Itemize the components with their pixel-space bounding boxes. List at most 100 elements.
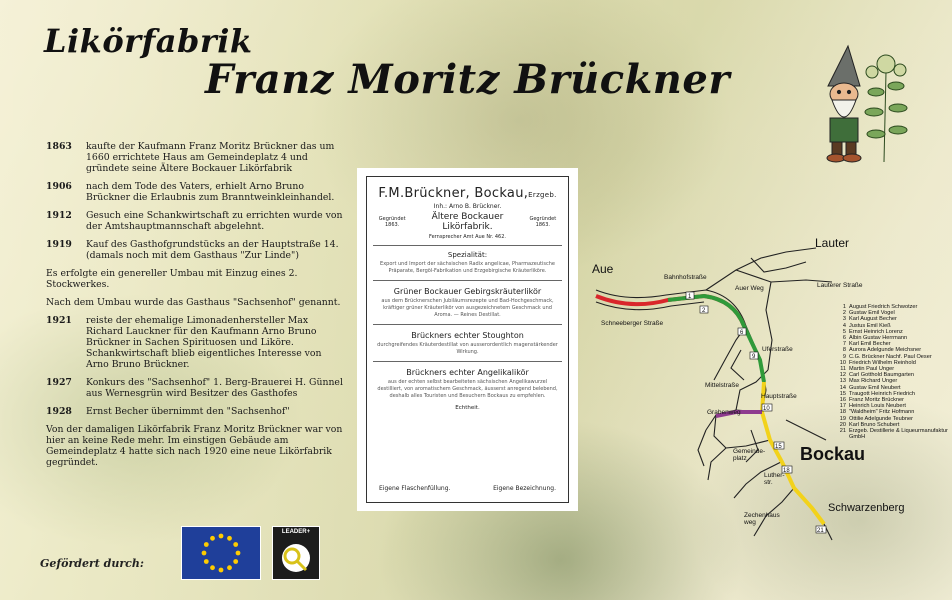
ad-footer: Eigene Flaschenfüllung. Eigene Bezeichnu…	[367, 485, 568, 492]
street-label: Lauterer Straße	[817, 282, 863, 289]
eu-star-ring	[201, 533, 241, 573]
history-entry: 1912 Gesuch eine Schankwirtschaft zu err…	[46, 210, 346, 232]
sponsor-label: Gefördert durch:	[40, 557, 144, 570]
legend-name: Erzgeb. Destillerie & Liqueurmanufaktur …	[849, 428, 948, 441]
history-paragraph: Nach dem Umbau wurde das Gasthaus "Sachs…	[46, 297, 341, 308]
legend-number: 10	[839, 359, 846, 366]
ad-foot-left: Eigene Flaschenfüllung.	[379, 485, 451, 492]
history-text: 1863 kaufte der Kaufmann Franz Moritz Br…	[46, 141, 346, 475]
leader-plus-logo: LEADER+	[271, 525, 321, 581]
entry-year: 1921	[46, 315, 72, 326]
legend-name: Martin Paul Unger	[849, 366, 895, 373]
ad-phone: Fernsprecher Amt Aue Nr. 462.	[429, 234, 506, 240]
entry-text: Kauf des Gasthofgrundstücks an der Haupt…	[86, 239, 339, 261]
svg-text:1: 1	[688, 294, 692, 300]
legend-name: Karl Bruno Schubert	[849, 421, 900, 428]
legend-number: 18	[839, 409, 846, 416]
legend-name: "Waldheim" Fritz Hofmann	[849, 409, 915, 416]
town-schwarzenberg: Schwarzenberg	[828, 502, 905, 514]
entry-year: 1928	[46, 406, 72, 417]
entry-text: Ernst Becher übernimmt den "Sachsenhof"	[86, 406, 290, 417]
herb-plant	[864, 54, 908, 163]
legend-number: 5	[842, 328, 846, 335]
legend-number: 21	[839, 428, 846, 435]
street-label: Zechenhaus weg	[744, 512, 780, 526]
advertisement-frame: F.M.Brückner, Bockau,Erzgeb. Inh.: Arno …	[366, 176, 569, 503]
ad-firm-suffix: Erzgeb.	[528, 191, 557, 199]
history-entry: 1906 nach dem Tode des Vaters, erhielt A…	[46, 181, 346, 203]
legend-number: 20	[839, 421, 846, 428]
street-label: Bahnhofstraße	[664, 274, 707, 281]
entry-text: Gesuch eine Schankwirtschaft zu errichte…	[86, 210, 343, 232]
eu-flag-logo	[181, 526, 261, 580]
street-label: Mittelstraße	[705, 382, 739, 389]
legend-number: 15	[839, 390, 846, 397]
legend-name: Franz Moritz Brückner	[849, 397, 905, 404]
svg-text:10: 10	[763, 406, 770, 412]
ad-subtitle: Ältere Bockauer Likörfabrik.	[431, 212, 504, 232]
ad-foot-right: Eigene Bezeichnung.	[493, 485, 556, 492]
divider	[373, 324, 562, 325]
history-entry: 1927 Konkurs des "Sachsenhof" 1. Berg-Br…	[46, 377, 346, 399]
legend-number: 17	[839, 403, 846, 410]
title-line-2: Franz Moritz Brückner	[205, 56, 730, 103]
ad-product-text: aus dem Brücknerschen Jubiläumsrezepte u…	[381, 298, 554, 318]
history-entry: 1919 Kauf des Gasthofgrundstücks an der …	[46, 239, 346, 261]
svg-text:21: 21	[817, 528, 824, 534]
leader-logo-text: LEADER+	[281, 529, 311, 535]
entry-text: Konkurs des "Sachsenhof" 1. Berg-Brauere…	[86, 377, 343, 399]
legend-name: Justus Emil Kieß	[849, 322, 891, 329]
legend-name: Karl Emil Becher	[849, 341, 891, 348]
divider	[373, 245, 562, 246]
ad-firm: F.M.Brückner, Bockau,	[378, 186, 529, 201]
svg-text:2: 2	[702, 308, 706, 314]
legend-number: 2	[842, 310, 846, 317]
legend-name: Karl August Becher	[849, 316, 897, 323]
legend-number: 4	[842, 322, 846, 329]
entry-text: kaufte der Kaufmann Franz Moritz Brückne…	[86, 141, 335, 174]
ad-founded-left: Gegründet 1863.	[378, 216, 406, 228]
street-label: Schneeberger Straße	[601, 320, 664, 327]
legend-number: 13	[839, 378, 846, 385]
svg-text:6: 6	[740, 330, 744, 336]
svg-text:9: 9	[752, 354, 756, 360]
ad-product-heading: Grüner Bockauer Gebirgskräuterlikör	[393, 287, 542, 296]
history-closing: Von der damaligen Likörfabrik Franz Mori…	[46, 424, 343, 468]
legend-name: Max Richard Unger	[849, 378, 898, 385]
town-lauter: Lauter	[815, 236, 850, 250]
street-label: Hauptstraße	[761, 393, 797, 400]
legend-name: Ernst Heinrich Lorenz	[849, 328, 903, 335]
route-purple	[715, 410, 762, 418]
legend-number: 9	[842, 353, 846, 360]
legend-item: 18"Waldheim" Fritz Hofmann	[837, 409, 952, 415]
street-label: Grabenweg	[707, 409, 741, 416]
entry-year: 1912	[46, 210, 72, 221]
legend-name: Ottilie Adelgunde Teubner	[849, 415, 913, 422]
entry-year: 1919	[46, 239, 72, 250]
title-line-1: Likörfabrik	[44, 22, 253, 60]
legend-name: Traugott Heinrich Friedrich	[849, 390, 916, 397]
route-number-markers: 1 2 6 9 10 15 18 21	[685, 291, 827, 534]
town-aue: Aue	[592, 262, 614, 276]
ad-product-heading: Brückners echter Stoughton	[411, 331, 524, 340]
street-label: Luther- str.	[764, 472, 785, 486]
legend-number: 8	[842, 347, 846, 354]
entry-text: nach dem Tode des Vaters, erhielt Arno B…	[86, 181, 335, 203]
divider	[373, 280, 562, 281]
gnome-figure	[826, 44, 862, 163]
legend-name: Friedrich Wilhelm Reinhold	[849, 359, 916, 366]
history-paragraph: Es erfolgte ein genereller Umbau mit Ein…	[46, 268, 298, 290]
